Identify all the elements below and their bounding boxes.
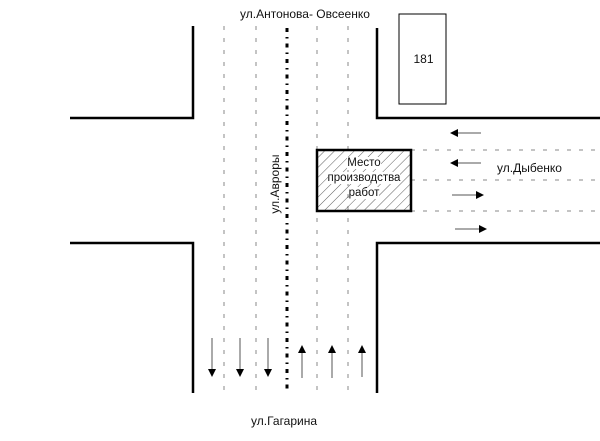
- street-label-top: ул.Антонова- Овсеенко: [240, 7, 370, 21]
- street-label-bottom: ул.Гагарина: [251, 414, 318, 428]
- road-edges: [70, 26, 600, 393]
- building-181: [398, 13, 447, 105]
- work-zone-line: Место: [347, 157, 381, 169]
- traffic-arrows: [208, 129, 487, 378]
- building-number: 181: [413, 52, 434, 66]
- work-zone-line: производства: [327, 172, 401, 184]
- street-label-right: ул.Дыбенко: [497, 161, 562, 175]
- work-zone-label: Место производства работ: [317, 156, 411, 201]
- work-zone-line: работ: [348, 187, 380, 199]
- street-label-vertical: ул.Авроры: [268, 154, 282, 214]
